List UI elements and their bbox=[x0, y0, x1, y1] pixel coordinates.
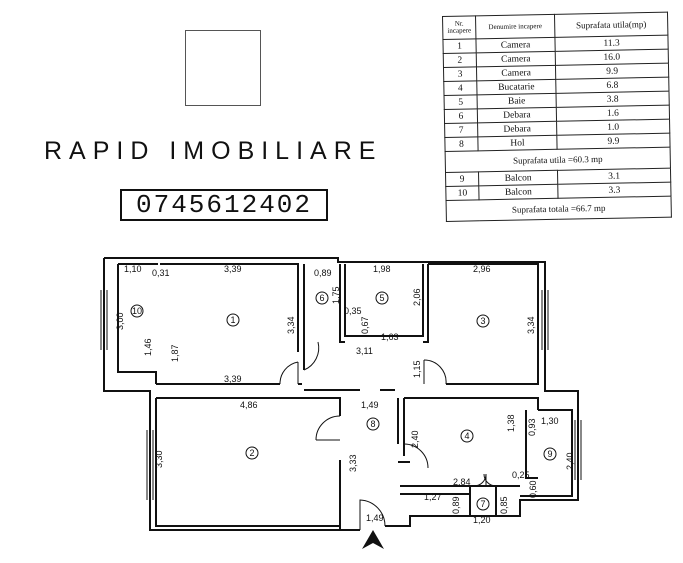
dimension-label: 0,85 bbox=[499, 496, 509, 514]
entrance-arrow-icon bbox=[362, 530, 384, 549]
room-marker-4: 4 bbox=[460, 429, 474, 443]
room-marker-6: 6 bbox=[315, 291, 329, 305]
dimension-label: 1,63 bbox=[381, 332, 399, 342]
dimension-label: 0,93 bbox=[527, 418, 537, 436]
room-number: 6 bbox=[319, 293, 324, 303]
dimension-label: 2,84 bbox=[453, 477, 471, 487]
dimension-label: 3,39 bbox=[224, 374, 242, 384]
room-marker-5: 5 bbox=[375, 291, 389, 305]
dimension-label: 1,75 bbox=[331, 286, 341, 304]
dimension-label: 2,96 bbox=[473, 264, 491, 274]
dimension-label: 0,89 bbox=[451, 496, 461, 514]
room-number: 8 bbox=[370, 419, 375, 429]
dimension-label: 1,49 bbox=[366, 513, 384, 523]
dimension-label: 3,34 bbox=[286, 316, 296, 334]
room-number: 3 bbox=[480, 316, 485, 326]
dimension-label: 0,35 bbox=[344, 306, 362, 316]
dimension-label: 1,98 bbox=[373, 264, 391, 274]
room-marker-7: 7 bbox=[476, 497, 490, 511]
walls bbox=[103, 257, 579, 531]
dimension-label: 3,00 bbox=[115, 312, 125, 330]
dimension-label: 0,31 bbox=[152, 268, 170, 278]
dimension-label: 3,34 bbox=[526, 316, 536, 334]
dimension-label: 1,38 bbox=[506, 414, 516, 432]
dimension-label: 1,49 bbox=[361, 400, 379, 410]
dimension-label: 0,67 bbox=[360, 316, 370, 334]
dimension-label: 1,87 bbox=[170, 344, 180, 362]
room-marker-9: 9 bbox=[543, 447, 557, 461]
dimension-label: 1,20 bbox=[473, 515, 491, 525]
doors bbox=[279, 341, 497, 530]
dimension-label: 4,86 bbox=[240, 400, 258, 410]
room-number: 1 bbox=[230, 315, 235, 325]
dimension-label: 1,46 bbox=[143, 338, 153, 356]
room-number: 5 bbox=[379, 293, 384, 303]
dimension-labels: 1,10 0,31 3,39 0,89 1,98 2,96 3,00 1,46 … bbox=[115, 264, 575, 525]
room-marker-2: 2 bbox=[245, 446, 259, 460]
brand-name: RAPID IMOBILIARE bbox=[44, 137, 383, 165]
room-markers: 1 2 3 4 5 6 7 8 9 10 bbox=[130, 291, 557, 511]
dimension-label: 2,40 bbox=[410, 430, 420, 448]
dimension-label: 3,33 bbox=[348, 454, 358, 472]
dimension-label: 1,15 bbox=[412, 360, 422, 378]
logo-frame bbox=[185, 30, 261, 106]
dimension-label: 1,10 bbox=[124, 264, 142, 274]
dimension-label: 2,40 bbox=[565, 452, 575, 470]
dimension-label: 3,39 bbox=[224, 264, 242, 274]
dimension-label: 0,25 bbox=[512, 470, 530, 480]
dimension-label: 0,60 bbox=[528, 480, 538, 498]
room-number: 2 bbox=[249, 448, 254, 458]
room-marker-10: 10 bbox=[130, 304, 144, 318]
dimension-label: 0,89 bbox=[314, 268, 332, 278]
dimension-label: 3,30 bbox=[154, 450, 164, 468]
windows bbox=[100, 290, 582, 500]
room-marker-8: 8 bbox=[366, 417, 380, 431]
dimension-label: 3,11 bbox=[356, 346, 373, 356]
room-marker-1: 1 bbox=[226, 313, 240, 327]
room-number: 10 bbox=[132, 306, 142, 316]
room-number: 7 bbox=[480, 499, 485, 509]
dimension-label: 2,06 bbox=[412, 288, 422, 306]
dimension-label: 1,27 bbox=[424, 492, 442, 502]
phone-number: 0745612402 bbox=[120, 189, 328, 221]
room-number: 4 bbox=[464, 431, 469, 441]
dimension-label: 1,30 bbox=[541, 416, 559, 426]
room-marker-3: 3 bbox=[476, 314, 490, 328]
room-number: 9 bbox=[547, 449, 552, 459]
